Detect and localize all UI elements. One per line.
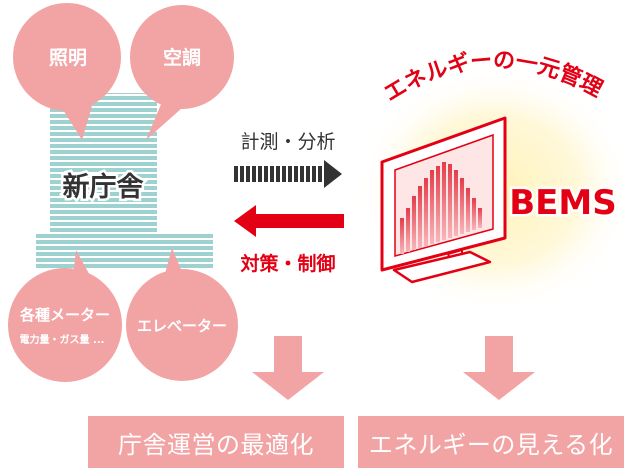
building (36, 93, 213, 270)
bubble-lighting: 照明 (13, 3, 121, 140)
flow-control-label: 対策・制御 (239, 252, 335, 275)
bubble-lighting-label: 照明 (49, 47, 87, 69)
bubble-aircon-label: 空調 (163, 46, 201, 69)
bubble-elevator: エレベーター (126, 248, 238, 381)
result-visualization-label: エネルギーの見える化 (368, 430, 614, 459)
result-optimization-label: 庁舎運営の最適化 (118, 430, 314, 459)
monitor-bar-graph (400, 162, 482, 254)
bubble-meters: 各種メーター 電力量・ガス量 ... (8, 250, 122, 382)
result-visualization: エネルギーの見える化 (358, 416, 624, 468)
building-upper (50, 93, 157, 246)
flow-control-arrow (234, 205, 344, 237)
bems-monitor (380, 116, 507, 284)
bubble-aircon: 空調 (130, 5, 234, 140)
down-arrow-right (463, 336, 535, 400)
down-arrow-left (252, 336, 324, 400)
bems-label: BEMS (509, 183, 616, 223)
bubble-meters-label-1: 各種メーター (19, 306, 110, 324)
result-optimization: 庁舎運営の最適化 (88, 416, 344, 468)
flow-measure-arrow (234, 160, 342, 188)
flow-measure-label: 計測・分析 (240, 131, 335, 153)
building-lower (36, 232, 213, 270)
building-label: 新庁舎 (63, 171, 144, 203)
bubble-elevator-label: エレベーター (137, 317, 227, 335)
bubble-meters-label-2: 電力量・ガス量 ... (20, 333, 105, 346)
